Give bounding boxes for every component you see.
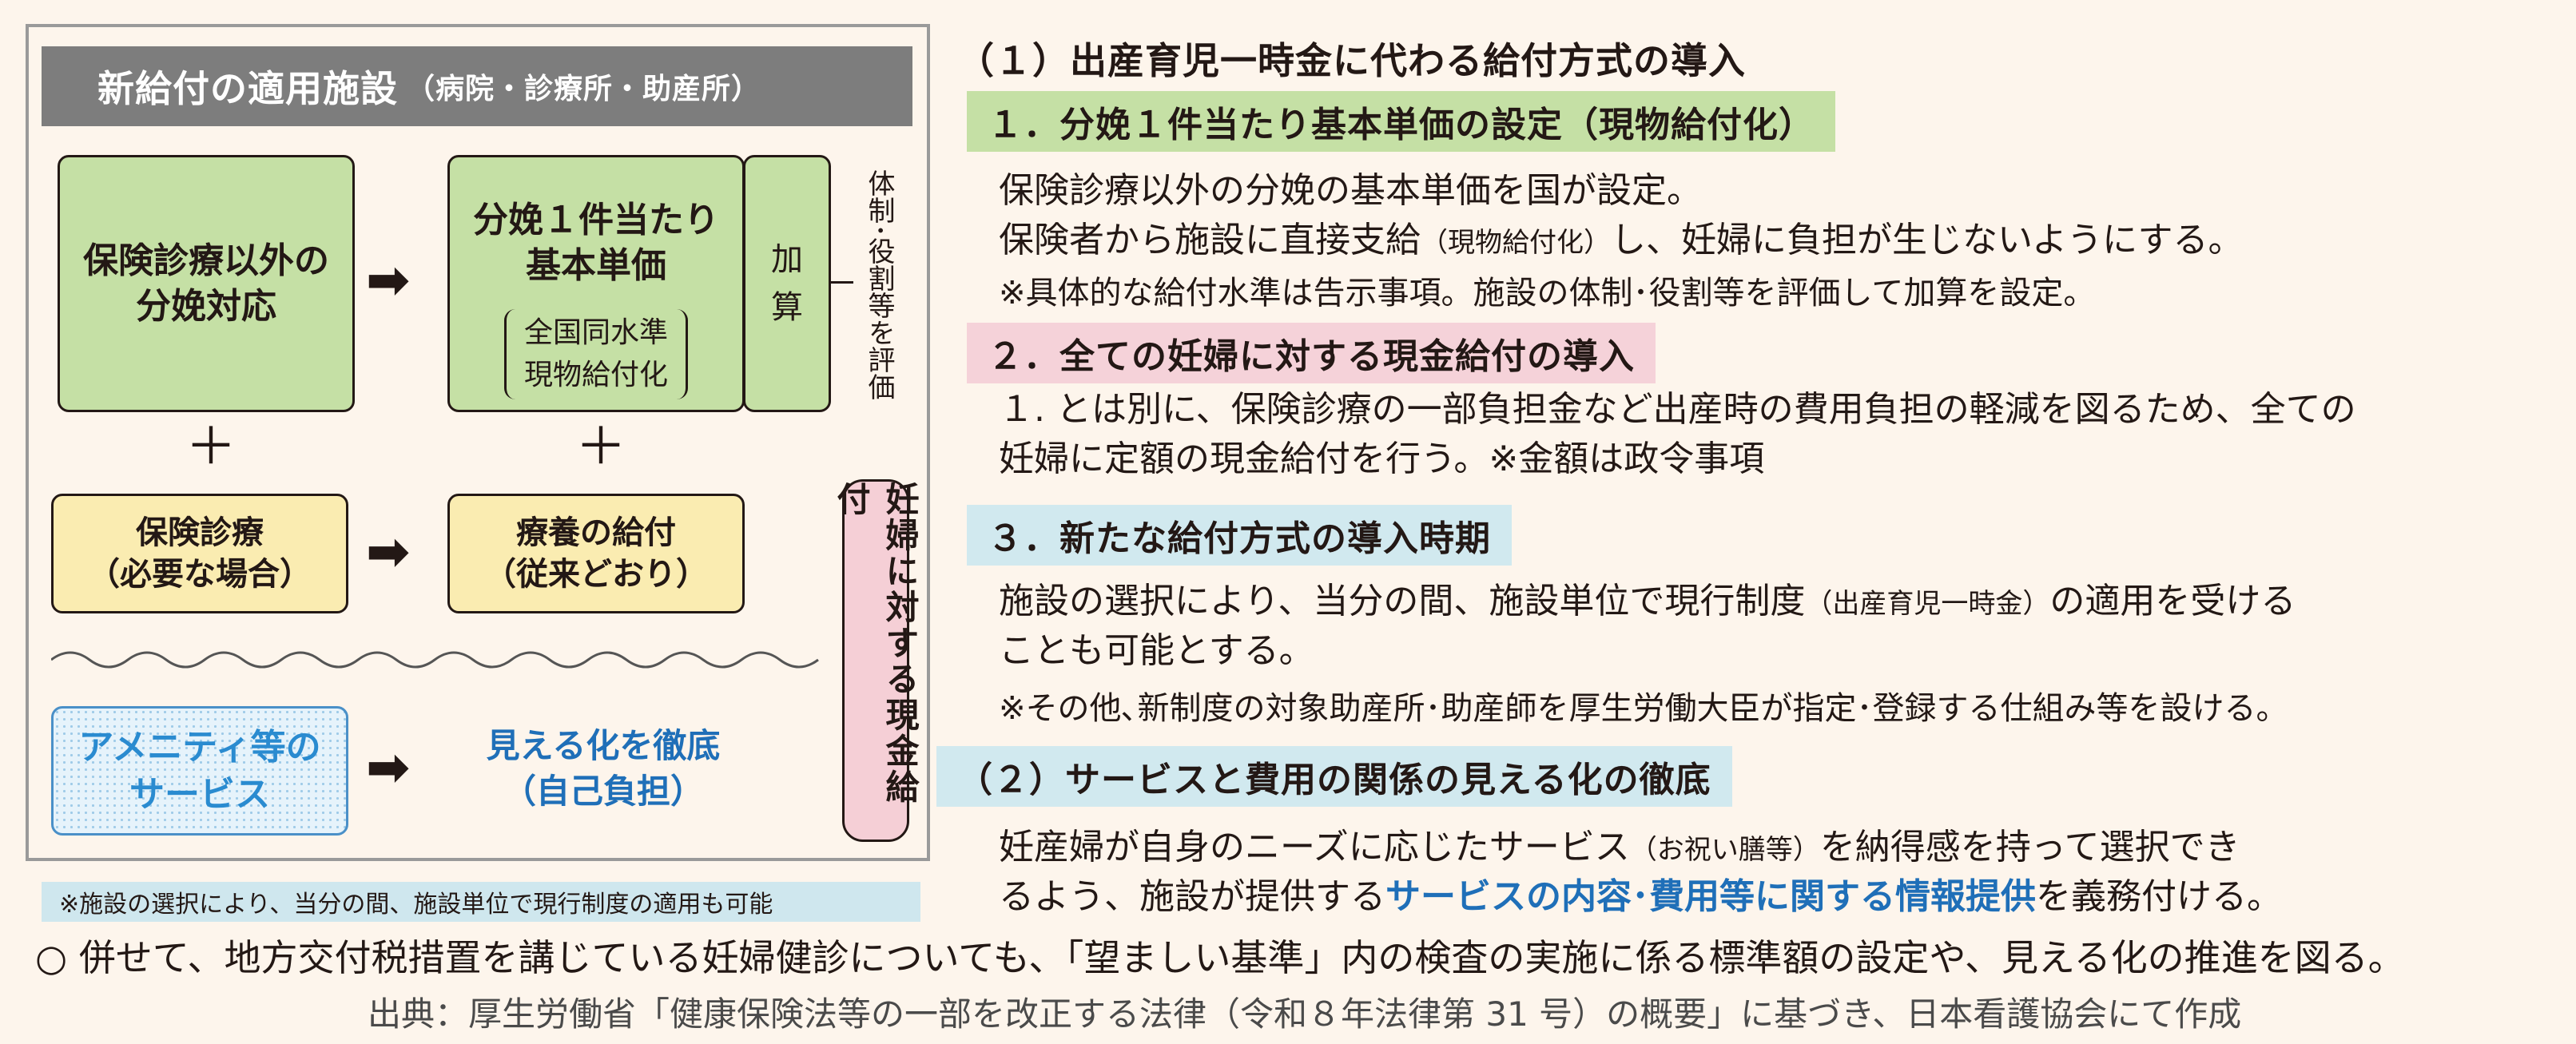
box-addition-char: 加 <box>771 241 803 278</box>
section-4-label: （２）サービスと費用の関係の見える化の徹底 <box>936 746 1732 807</box>
arrow-right-icon: ➡ <box>366 736 411 798</box>
box-amenity-line: サービス <box>129 774 270 815</box>
text-part: の適用を受ける <box>2049 581 2296 621</box>
text-visualize: 見える化を徹底 （自己負担） <box>447 724 759 814</box>
diagram-header: 新給付の適用施設 （病院・診療所・助産所） <box>42 46 912 126</box>
eval-connector-line <box>831 281 853 284</box>
box-unit-price-line: 基本単価 <box>526 245 666 287</box>
text-part: し、妊婦に負担が生じないようにする。 <box>1611 220 2244 260</box>
box-unit-price-line: 分娩１件当たり <box>473 200 719 240</box>
bottom-note: ○ 併せて、地方交付税措置を講じている妊婦健診についても、「望ましい基準」内の検… <box>35 936 2405 979</box>
box-insured-line: （必要な場合） <box>88 556 312 593</box>
section-1-label: １．分娩１件当たり基本単価の設定（現物給付化） <box>967 91 1835 152</box>
diagram-note: ※施設の選択により、当分の間、施設単位で現行制度の適用も可能 <box>42 882 920 922</box>
diagram-header-title: 新給付の適用施設 <box>97 67 398 110</box>
box-addition: 加 算 <box>743 155 831 412</box>
box-medical-benefit: 療養の給付 （従来どおり） <box>447 494 745 613</box>
section-2-label: ２．全ての妊婦に対する現金給付の導入 <box>967 323 1656 383</box>
text-visualize-line: （自己負担） <box>502 771 704 811</box>
plus-icon: ＋ <box>575 418 626 477</box>
section-3-text: ことも可能とする。 <box>999 630 1314 671</box>
section-2-text: 妊婦に定額の現金給付を行う。※金額は政令事項 <box>999 439 1765 479</box>
text-part: るよう、施設が提供する <box>999 876 1385 917</box>
arrow-right-icon: ➡ <box>366 521 411 582</box>
box-non-insured-line: 保険診療以外の <box>83 240 329 281</box>
box-medical-line: 療養の給付 <box>516 514 676 551</box>
text-part-small: （出産育児一時金） <box>1805 588 2050 620</box>
source-credit: 出典：厚生労働省「健康保険法等の一部を改正する法律（令和８年法律第 31 号）の… <box>368 994 2242 1034</box>
box-addition-char: 算 <box>771 289 803 326</box>
box-non-insured-delivery: 保険診療以外の 分娩対応 <box>58 155 355 412</box>
heading-1: （１）出産育児一時金に代わる給付方式の導入 <box>957 39 1746 82</box>
eval-text: 体制･役割等を評価 <box>863 169 895 400</box>
section-1-text: 保険診療以外の分娩の基本単価を国が設定。 <box>999 170 1702 211</box>
box-cash-benefit: 妊婦に対する現金給付 <box>832 479 920 842</box>
box-medical-line: （従来どおり） <box>484 556 708 593</box>
text-part-small: （現物給付化） <box>1421 227 1611 259</box>
wave-divider <box>51 651 819 669</box>
box-unit-price-bracket: 全国同水準 現物給付化 <box>503 309 688 399</box>
box-cash-text: 妊婦に対する現金給付 <box>832 482 920 805</box>
section-4-text: 妊産婦が自身のニーズに応じたサービス（お祝い膳等）を納得感を持って選択でき <box>999 823 2240 875</box>
bracket-line: 全国同水準 <box>523 316 668 350</box>
box-insured-care: 保険診療 （必要な場合） <box>51 494 348 613</box>
section-4-text: るよう、施設が提供するサービスの内容･費用等に関する情報提供を義務付ける。 <box>999 872 2282 922</box>
box-insured-line: 保険診療 <box>136 514 264 551</box>
text-part: を義務付ける。 <box>2036 876 2282 917</box>
box-amenity-service: アメニティ等の サービス <box>51 706 348 836</box>
text-part: を納得感を持って選択でき <box>1819 827 2240 867</box>
arrow-right-icon: ➡ <box>366 249 411 311</box>
section-3-text: 施設の選択により、当分の間、施設単位で現行制度（出産育児一時金）の適用を受ける <box>999 577 2296 629</box>
diagram-header-sub: （病院・診療所・助産所） <box>406 73 761 105</box>
box-unit-price: 分娩１件当たり 基本単価 全国同水準 現物給付化 <box>447 155 745 412</box>
text-part: 保険者から施設に直接支給 <box>999 220 1421 260</box>
section-3-label: ３．新たな給付方式の導入時期 <box>967 505 1512 566</box>
section-3-note: ※その他､新制度の対象助産所･助産師を厚生労働大臣が指定･登録する仕組み等を設け… <box>999 690 2288 727</box>
bracket-line: 現物給付化 <box>523 358 668 391</box>
text-part-emphasis: サービスの内容･費用等に関する情報提供 <box>1385 876 2036 917</box>
box-non-insured-line: 分娩対応 <box>136 286 276 327</box>
section-2-text: １. とは別に、保険診療の一部負担金など出産時の費用負担の軽減を図るため、全ての <box>999 389 2356 430</box>
text-visualize-line: 見える化を徹底 <box>486 726 721 765</box>
plus-icon: ＋ <box>185 418 237 477</box>
text-part: 施設の選択により、当分の間、施設単位で現行制度 <box>999 581 1806 621</box>
box-amenity-line: アメニティ等の <box>78 726 321 768</box>
section-1-text: 保険者から施設に直接支給（現物給付化）し、妊婦に負担が生じないようにする。 <box>999 216 2244 268</box>
text-part: 妊産婦が自身のニーズに応じたサービス <box>999 827 1630 867</box>
section-1-note: ※具体的な給付水準は告示事項。施設の体制･役割等を評価して加算を設定。 <box>999 275 2096 312</box>
text-part-small: （お祝い膳等） <box>1629 834 1820 866</box>
